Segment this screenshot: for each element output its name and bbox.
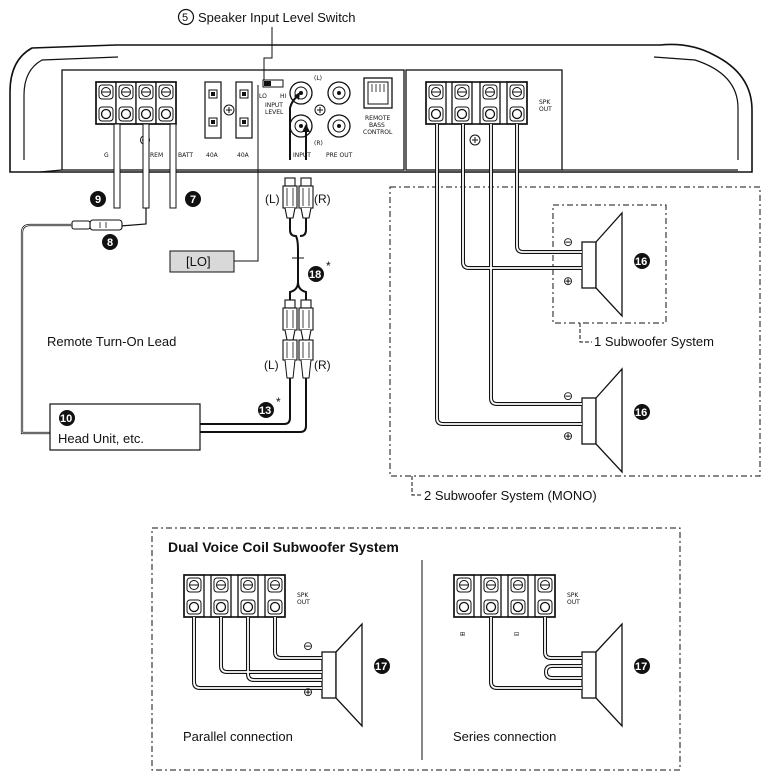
- spk-out-label-1: SPK: [539, 99, 551, 106]
- spk-out-label-2: OUT: [539, 106, 552, 113]
- subwoofer-upper: [581, 211, 623, 318]
- terminal-label-rem: REM: [150, 152, 163, 159]
- svg-text:16: 16: [635, 407, 647, 419]
- svg-text:17: 17: [375, 661, 387, 673]
- parallel-subwoofer: [321, 622, 363, 728]
- svg-text:8: 8: [107, 237, 113, 249]
- parallel-terminal-block: [183, 574, 286, 618]
- callout-17-parallel: [374, 658, 390, 674]
- dvc-title: Dual Voice Coil Subwoofer System: [168, 539, 399, 555]
- input-label: INPUT: [293, 152, 311, 159]
- speaker-input-level-switch-label: Speaker Input Level Switch: [198, 10, 356, 25]
- rca-cable-upper: [282, 92, 314, 308]
- rca-top-r: (R): [314, 192, 331, 206]
- parallel-wires-inner: [193, 617, 322, 689]
- remote-bass-label-3: CONTROL: [363, 129, 393, 136]
- head-unit-box: [49, 403, 201, 451]
- rca-label-l: (L): [314, 75, 322, 82]
- head-unit-label: Head Unit, etc.: [58, 431, 144, 446]
- input-level-switch[interactable]: [262, 79, 284, 88]
- fuse-holders: [204, 81, 253, 139]
- speaker-wires-inner: [436, 124, 582, 425]
- svg-text:13: 13: [259, 405, 271, 417]
- rca-label-r: (R): [314, 140, 323, 147]
- subwoofer-lower: [581, 367, 623, 474]
- one-subwoofer-label: 1 Subwoofer System: [594, 334, 714, 349]
- callout-13-asterisk: *: [276, 395, 281, 409]
- series-spk-1: SPK: [567, 592, 579, 599]
- callout-18-asterisk: *: [326, 259, 331, 273]
- svg-text:9: 9: [95, 194, 101, 206]
- callout-16-lower: [634, 404, 650, 420]
- callout-13: [258, 402, 274, 418]
- parallel-spk-2: OUT: [297, 599, 310, 606]
- parallel-spk-1: SPK: [297, 592, 309, 599]
- callout-16-upper: [634, 253, 650, 269]
- svg-text:18: 18: [309, 269, 321, 281]
- callout-10: [59, 410, 75, 426]
- parallel-minus: ⊖: [303, 639, 313, 653]
- speaker-output-block: [425, 81, 528, 146]
- switch-label-2: LEVEL: [265, 109, 284, 116]
- switch-pos-lo: LO: [259, 93, 267, 100]
- svg-text:17: 17: [635, 661, 647, 673]
- dvc-frame: [151, 527, 681, 771]
- lower-plus: ⊕: [563, 429, 573, 443]
- callout-7: [185, 191, 201, 207]
- lo-box-text: [LO]: [186, 254, 211, 269]
- terminal-label-batt: BATT: [178, 152, 193, 159]
- series-terminal-block: [453, 574, 556, 618]
- svg-text:7: 7: [190, 194, 196, 206]
- fuse-label-1: 40A: [206, 152, 219, 159]
- remote-turn-on-lead: [20, 208, 147, 435]
- upper-minus: ⊖: [563, 235, 573, 249]
- series-subwoofer: [581, 622, 623, 728]
- svg-text:16: 16: [635, 256, 647, 268]
- rca-extension-connectors: [200, 299, 314, 433]
- switch-pos-hi: HI: [280, 93, 287, 100]
- callout-8: [102, 234, 118, 250]
- series-wires-inner: [490, 617, 582, 689]
- callout-18: [308, 266, 324, 282]
- rca-top-l: (L): [265, 192, 280, 206]
- two-subwoofer-label: 2 Subwoofer System (MONO): [424, 488, 597, 503]
- remote-bass-jack: [363, 77, 393, 109]
- pre-out-label: PRE OUT: [326, 152, 353, 159]
- callout-5-number: 5: [182, 12, 188, 24]
- remote-turn-on-lead-label: Remote Turn-On Lead: [47, 334, 176, 349]
- fuse-label-2: 40A: [237, 152, 250, 159]
- callout-9: [90, 191, 106, 207]
- parallel-connection-label: Parallel connection: [183, 729, 293, 744]
- parallel-plus: ⊕: [303, 685, 313, 699]
- svg-text:10: 10: [60, 413, 72, 425]
- series-plus-mark: ⊞: [460, 631, 465, 638]
- terminal-label-gnd: G: [104, 152, 109, 159]
- one-subwoofer-frame: [552, 204, 667, 324]
- two-subwoofer-frame: [389, 186, 761, 477]
- series-minus-mark: ⊟: [514, 631, 519, 638]
- callout-5-circle: [177, 8, 195, 26]
- rca-bot-l: (L): [264, 358, 279, 372]
- remote-bass-label-2: BASS: [369, 122, 385, 129]
- switch-label: INPUT: [265, 102, 283, 109]
- upper-plus: ⊕: [563, 274, 573, 288]
- series-spk-2: OUT: [567, 599, 580, 606]
- remote-bass-label-1: REMOTE: [365, 115, 391, 122]
- rca-bot-r: (R): [314, 358, 331, 372]
- lower-minus: ⊖: [563, 389, 573, 403]
- callout-17-series: [634, 658, 650, 674]
- series-connection-label: Series connection: [453, 729, 556, 744]
